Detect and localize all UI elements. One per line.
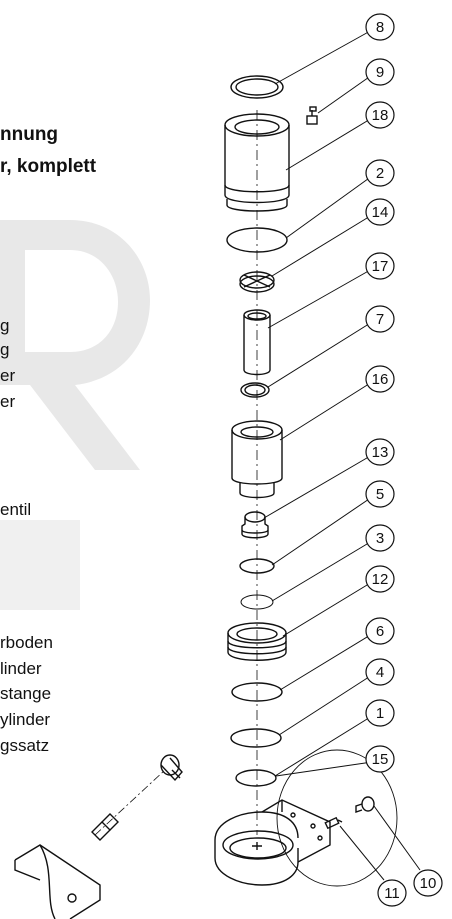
- part-8-snap-ring: [230, 75, 284, 99]
- callout-number: 16: [372, 371, 389, 388]
- lower-left-detail-drawing: [14, 754, 183, 919]
- callout-number: 4: [376, 664, 384, 681]
- part-name-fragment: gssatz: [0, 736, 50, 755]
- part-5-seal: [239, 558, 275, 574]
- part-name-fragment: er: [0, 366, 16, 385]
- callout-number: 5: [376, 486, 384, 503]
- detail-circle: [276, 749, 398, 887]
- part-2-o-ring: [226, 227, 288, 253]
- part-4-o-ring: [230, 728, 282, 748]
- part-name-fragment: stange: [0, 684, 52, 703]
- callout-number: 1: [376, 705, 384, 722]
- part-9-fitting: [306, 106, 318, 125]
- part-14-filter-disc: [239, 271, 275, 293]
- callout-number: 7: [376, 311, 384, 328]
- part-name-fragment: ylinder: [0, 710, 51, 729]
- part-6-o-ring: [231, 682, 283, 702]
- part-name-fragment: entil: [0, 500, 32, 519]
- callout-balloon: [365, 198, 395, 226]
- title-line-1: nnung: [0, 124, 59, 145]
- callout-number: 18: [372, 107, 389, 124]
- callout-balloon: [365, 252, 395, 280]
- callout-balloon: [365, 480, 395, 508]
- part-7-ring: [240, 382, 270, 398]
- part-name-fragment: g: [0, 340, 10, 359]
- callout-number: 10: [420, 875, 437, 892]
- callout-balloon: [365, 617, 395, 645]
- part-17-tube: [243, 309, 271, 376]
- callout-balloon: [377, 879, 407, 907]
- part-11-screw: [324, 816, 343, 830]
- callout-balloon: [365, 565, 395, 593]
- callout-leaders: [263, 29, 421, 881]
- part-10-plug: [355, 796, 375, 813]
- callout-balloon: [365, 13, 395, 41]
- callout-number: 6: [376, 623, 384, 640]
- part-name-fragment: g: [0, 316, 10, 335]
- callout-number: 17: [372, 258, 389, 275]
- callout-balloon: [365, 305, 395, 333]
- title-line-2: r, komplett: [0, 156, 97, 177]
- callout-balloon: [365, 101, 395, 129]
- callout-number: 3: [376, 530, 384, 547]
- callout-balloon: [365, 159, 395, 187]
- callout-number: 9: [376, 64, 384, 81]
- callout-balloon: [365, 658, 395, 686]
- part-3-ring: [240, 594, 274, 610]
- callout-number: 14: [372, 204, 389, 221]
- callout-number: 12: [372, 571, 389, 588]
- callout-balloon: [365, 745, 395, 773]
- part-12-bushing: [227, 622, 287, 661]
- part-name-fragment: linder: [0, 659, 42, 678]
- callout-number: 13: [372, 444, 389, 461]
- callout-number: 8: [376, 19, 384, 36]
- part-18-cylinder-head: [224, 113, 290, 212]
- callout-number: 2: [376, 165, 384, 182]
- callout-balloon: [365, 524, 395, 552]
- part-16-cylinder: [231, 420, 283, 499]
- callout-balloon: [365, 699, 395, 727]
- callout-number: 11: [384, 885, 400, 902]
- callout-number: 15: [372, 751, 389, 768]
- part-name-fragment: rboden: [0, 633, 53, 652]
- part-cylinder-base: [214, 799, 331, 886]
- callout-balloon: [365, 58, 395, 86]
- callout-balloon: [413, 869, 443, 897]
- callout-balloon: [365, 365, 395, 393]
- callout-balloon: [365, 438, 395, 466]
- part-15-ring: [235, 769, 277, 787]
- part-name-fragment: er: [0, 392, 16, 411]
